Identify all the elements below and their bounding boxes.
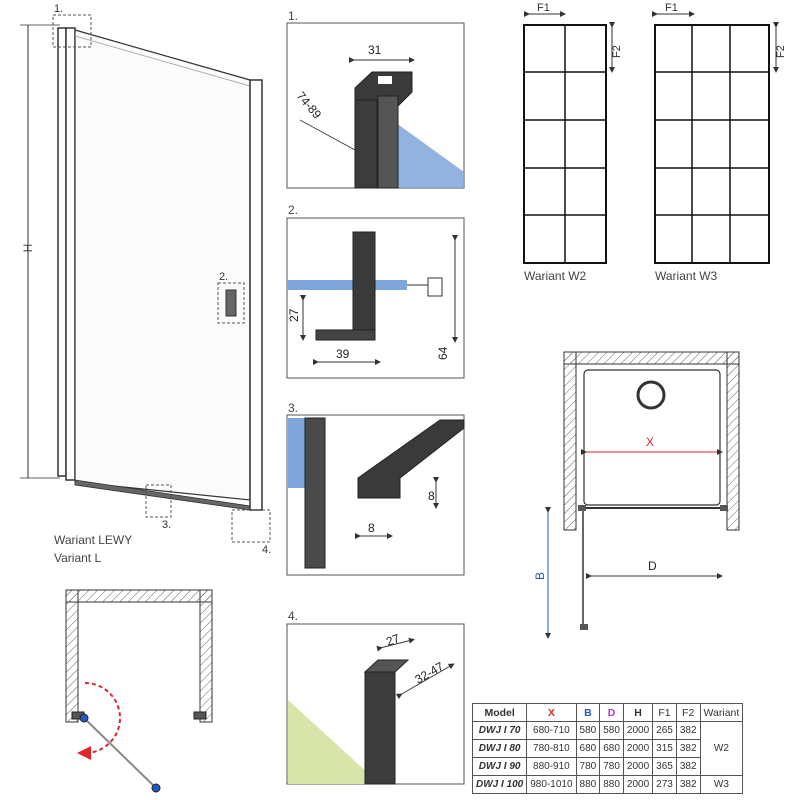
detail-4-wall-profile — [364, 671, 396, 785]
door-hinge-profile — [65, 27, 76, 481]
door-handle — [225, 289, 237, 317]
x-label: X — [646, 435, 654, 449]
detail-3-title: 3. — [288, 401, 298, 415]
plan-view: X B D — [533, 351, 740, 639]
detail-3-seal-profile — [357, 419, 465, 499]
callout-box-2 — [217, 282, 245, 324]
detail-1-title: 1. — [288, 9, 298, 23]
detail-4-floor — [288, 700, 380, 784]
header-h: H — [622, 703, 654, 722]
detail-1: 1. 31 74-89 — [286, 9, 465, 189]
callout-label-2: 2. — [219, 271, 228, 283]
w3-variant-label: Wariant W3 — [655, 269, 718, 283]
w3-f2-label: F2 — [775, 45, 787, 58]
detail-3-dim-width: 8 — [368, 521, 375, 535]
tile-variant-w2: F1 F2 Wariant W2 — [523, 2, 623, 283]
detail-4: 4. 27 32-47 — [286, 609, 465, 785]
door-swing-arrow — [77, 682, 121, 760]
header-x: X — [526, 703, 577, 722]
w2-f1-label: F1 — [537, 2, 550, 14]
swing-door-panel — [83, 717, 157, 789]
w2-f2-label: F2 — [611, 45, 623, 58]
header-variant: Wariant — [699, 703, 744, 722]
detail-1-dim-width: 31 — [368, 43, 382, 57]
variant-label-pl: Wariant LEWY — [54, 533, 132, 547]
callout-label-3: 3. — [162, 519, 171, 531]
callout-box-3 — [145, 484, 172, 518]
header-f2: F2 — [675, 703, 701, 722]
detail-2-dim-width: 39 — [336, 347, 350, 361]
tile-variant-w3: F1 F2 Wariant W3 — [652, 2, 787, 283]
detail-3-glass — [288, 418, 308, 488]
detail-3-dim-height: 8 — [428, 489, 435, 503]
table-row: DWJ I 100 980-1010 880 880 2000 273 382 … — [471, 775, 744, 794]
detail-2-profile — [352, 231, 376, 333]
drain-icon — [636, 380, 666, 410]
detail-1-glass — [392, 120, 464, 188]
callout-box-4 — [231, 509, 271, 543]
swing-plan-view — [65, 589, 213, 793]
table-header-row: Model X B D H F1 F2 Wariant — [471, 703, 744, 722]
dimensions-table: Model X B D H F1 F2 Wariant DWJ I 70 680… — [471, 703, 744, 794]
detail-1-profile — [354, 99, 378, 189]
variant-w3-cell: W3 — [699, 775, 744, 794]
header-model: Model — [471, 703, 528, 722]
variant-w2-cell: W2 — [699, 721, 744, 776]
glass-door-panel — [74, 29, 251, 501]
detail-2-title: 2. — [288, 203, 298, 217]
height-label: H — [21, 244, 35, 253]
variant-label-en: Variant L — [54, 551, 101, 565]
b-label: B — [533, 572, 547, 580]
callout-label-1: 1. — [54, 3, 63, 15]
detail-2-dim-small: 27 — [287, 308, 301, 322]
header-f1: F1 — [652, 703, 677, 722]
table-row: DWJ I 90 880-910 780 780 2000 365 382 — [471, 757, 743, 776]
detail-4-dim-width: 27 — [384, 631, 402, 649]
w2-variant-label: Wariant W2 — [524, 269, 587, 283]
detail-2-glass — [287, 280, 407, 290]
detail-3: 3. 8 8 — [286, 401, 465, 576]
wall-profile — [57, 27, 67, 477]
header-d: D — [599, 703, 624, 722]
detail-4-title: 4. — [288, 609, 298, 623]
w3-f1-label: F1 — [665, 2, 678, 14]
detail-2: 2. 27 39 64 — [286, 203, 465, 379]
door-edge-profile — [249, 79, 263, 511]
main-door-drawing: H 1. 2. 3. 4. Wariant LEWY Variant L — [20, 3, 271, 565]
callout-label-4: 4. — [262, 544, 271, 556]
header-b: B — [575, 703, 601, 722]
w3-tile-grid — [654, 24, 770, 264]
d-label: D — [648, 559, 657, 573]
detail-2-dim-height: 64 — [436, 346, 450, 360]
shower-tray — [583, 369, 721, 506]
table-row: DWJ I 70 680-710 580 580 2000 265 382 W2 — [471, 721, 744, 776]
